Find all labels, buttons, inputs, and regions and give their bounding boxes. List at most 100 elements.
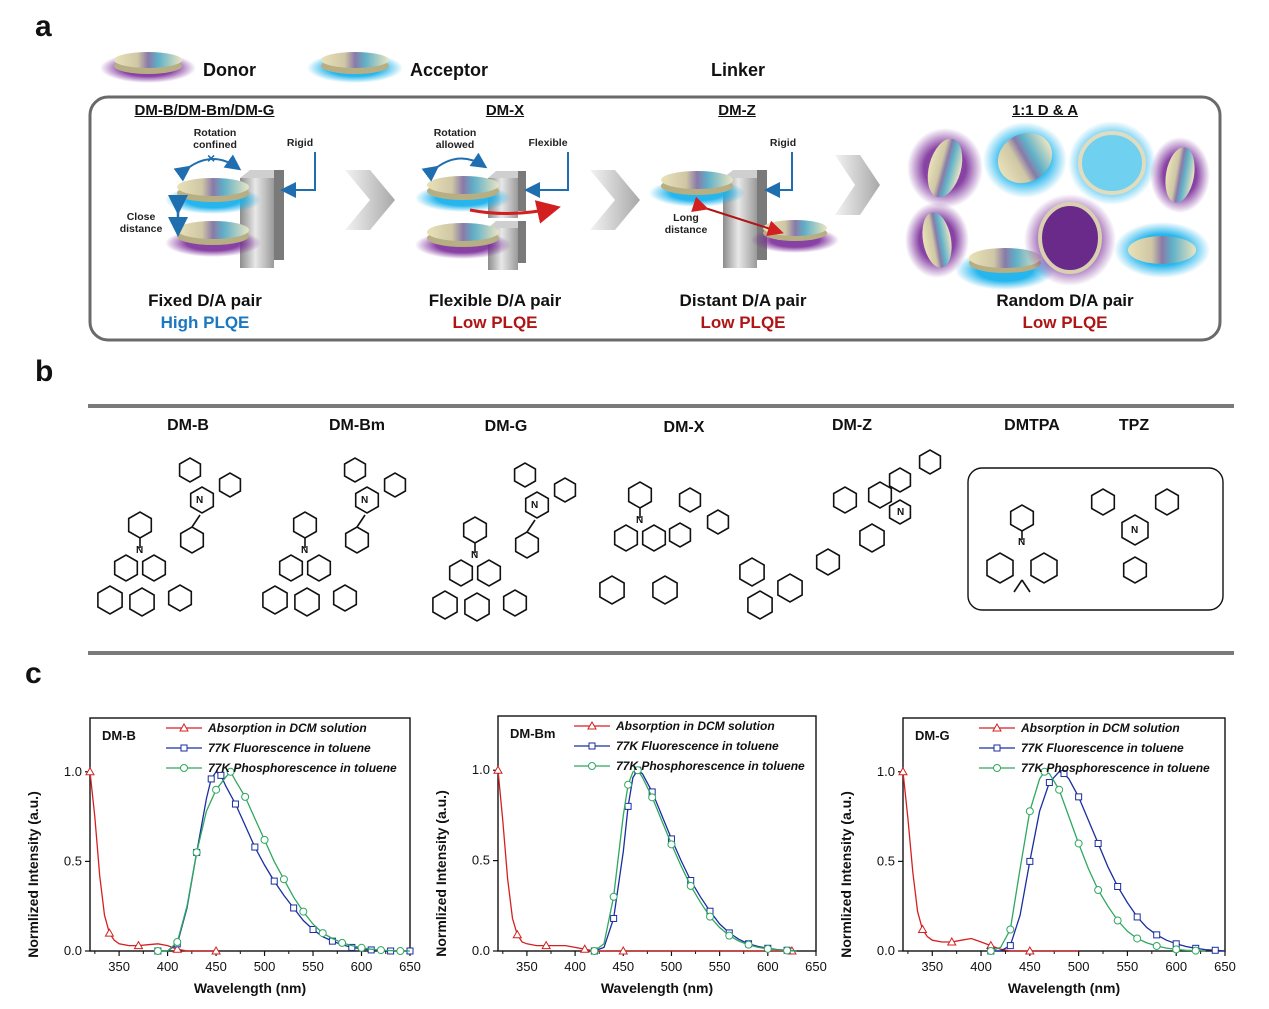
benzene-ring <box>832 486 858 514</box>
chevron-arrow-icon <box>345 170 395 230</box>
data-point <box>357 943 366 952</box>
panel-b-letter: b <box>35 355 54 388</box>
molecule-name: DM-G <box>484 418 528 435</box>
data-point <box>192 848 201 857</box>
data-point <box>153 947 162 955</box>
legend-marker <box>587 720 597 730</box>
legend-marker <box>180 764 188 772</box>
series-line <box>594 769 797 952</box>
data-point <box>85 766 95 776</box>
acceptor-label: Acceptor <box>410 60 489 80</box>
benzene-ring <box>343 457 367 483</box>
data-point <box>590 947 599 955</box>
x-tick-label: 350 <box>108 959 130 974</box>
x-tick-label: 450 <box>205 959 227 974</box>
annotation: Rigid <box>286 137 314 149</box>
case-title: DM-X <box>485 102 525 119</box>
benzene-ring <box>141 554 167 582</box>
x-tick-label: 650 <box>399 959 421 974</box>
annotation: Long distance <box>664 212 708 236</box>
data-point <box>1153 931 1161 939</box>
flexible-pair-illustration <box>415 152 569 270</box>
data-point <box>1025 807 1034 816</box>
data-point <box>1211 946 1219 954</box>
pair-label: Random D/A pair <box>996 291 1134 310</box>
bond <box>1021 579 1031 593</box>
legend-marker <box>588 742 596 750</box>
x-axis-label: Wavelength (nm) <box>1008 980 1120 996</box>
benzene-ring <box>641 524 667 552</box>
y-axis-label: Normlized Intensity (a.u.) <box>838 791 854 957</box>
benzene-ring <box>1121 514 1149 546</box>
series-line <box>89 771 217 952</box>
benzene-ring <box>918 449 942 475</box>
legend-marker <box>992 722 1002 732</box>
x-tick-label: 500 <box>1068 959 1090 974</box>
data-point <box>1075 793 1083 801</box>
x-tick-label: 350 <box>516 959 538 974</box>
benzene-ring <box>344 526 370 554</box>
panel-c-letter: c <box>25 657 42 690</box>
molecule-name: DM-X <box>663 419 705 436</box>
benzene-ring <box>747 590 773 620</box>
y-tick-label: 0.5 <box>472 853 490 868</box>
plqe-label: Low PLQE <box>452 313 538 332</box>
data-point <box>618 945 629 955</box>
x-tick-label: 550 <box>302 959 324 974</box>
benzene-ring <box>383 472 407 498</box>
chevron-arrow-icon <box>835 155 880 215</box>
x-axis-label: Wavelength (nm) <box>194 980 306 996</box>
atom-label: N <box>1018 537 1025 548</box>
benzene-ring <box>432 590 458 620</box>
legend-label: 77K Fluorescence in toluene <box>208 741 371 755</box>
legend-marker <box>993 764 1001 772</box>
x-tick-label: 400 <box>564 959 586 974</box>
chevron-arrow-icon <box>590 170 640 230</box>
y-axis-label: Normlized Intensity (a.u.) <box>25 791 41 957</box>
data-point <box>917 924 928 933</box>
x-tick-label: 600 <box>757 959 779 974</box>
bond <box>1013 579 1023 593</box>
benzene-ring <box>888 499 912 525</box>
pair-label: Flexible D/A pair <box>428 291 562 310</box>
benzene-ring <box>524 491 550 519</box>
x-tick-label: 600 <box>351 959 373 974</box>
data-point <box>376 946 385 955</box>
data-point <box>633 766 642 775</box>
data-point <box>1191 946 1200 955</box>
atom-label: N <box>531 500 538 511</box>
benzene-ring <box>986 552 1014 584</box>
benzene-ring <box>553 477 577 503</box>
x-tick-label: 550 <box>709 959 731 974</box>
benzene-ring <box>354 486 380 514</box>
x-tick-label: 650 <box>805 959 827 974</box>
benzene-ring <box>1090 488 1116 516</box>
data-point <box>241 792 250 801</box>
data-point <box>299 907 308 916</box>
benzene-ring <box>706 509 730 535</box>
x-tick-label: 500 <box>254 959 276 974</box>
benzene-ring <box>739 557 765 587</box>
data-point <box>260 835 269 844</box>
data-point <box>667 840 676 849</box>
legend-label: 77K Fluorescence in toluene <box>616 739 779 753</box>
data-point <box>686 881 695 890</box>
data-point <box>1114 882 1122 890</box>
data-point <box>348 943 356 951</box>
data-point <box>783 946 792 955</box>
atom-label: N <box>361 495 368 506</box>
data-point <box>133 940 144 950</box>
annotation: Rotation allowed <box>433 127 477 151</box>
panel-a-frame <box>88 95 1222 342</box>
data-point <box>624 802 632 810</box>
fixed-pair-illustration: × <box>165 150 316 268</box>
benzene-ring <box>292 511 318 539</box>
molecule-name: TPZ <box>1118 417 1150 434</box>
x-tick-label: 500 <box>661 959 683 974</box>
benzene-ring <box>218 472 242 498</box>
data-point <box>290 904 298 912</box>
data-point <box>231 800 239 808</box>
benzene-ring <box>514 531 540 559</box>
